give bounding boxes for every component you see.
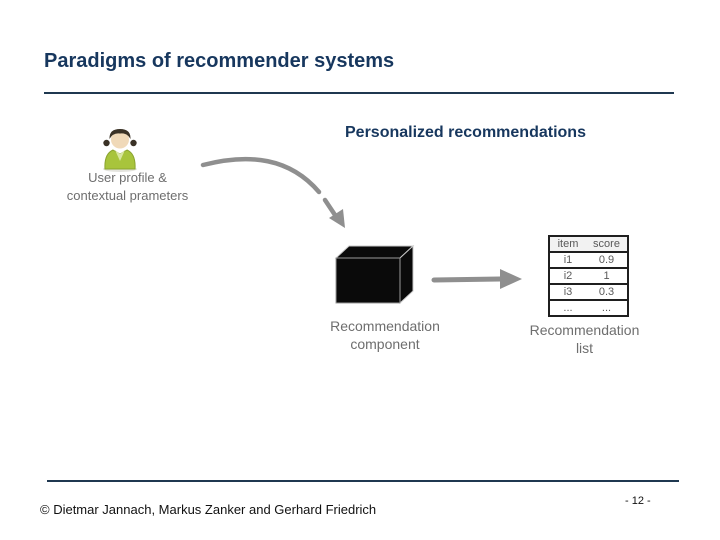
- table-cell-item: i3: [549, 283, 586, 301]
- table-cell-score: 0.9: [586, 251, 628, 269]
- list-label-line2: list: [575, 340, 594, 356]
- black-box-icon: [334, 244, 415, 305]
- table-cell-item: i1: [549, 251, 586, 269]
- user-node-label: User profile & contextual prameters: [40, 169, 215, 205]
- section-heading: Personalized recommendations: [345, 124, 586, 141]
- table-header-row: item score: [549, 235, 628, 253]
- table-cell-score: 1: [586, 267, 628, 285]
- table-cell-score: 0.3: [586, 283, 628, 301]
- table-cell-score: ...: [586, 299, 628, 317]
- page-number: - 12 -: [625, 495, 651, 507]
- user-icon: [103, 129, 137, 172]
- list-node-label: Recommendation list: [517, 321, 652, 357]
- slide-title: Paradigms of recommender systems: [44, 50, 395, 72]
- table-header-score: score: [586, 235, 628, 253]
- table-row: i1 0.9: [549, 251, 628, 269]
- footer-divider: [47, 480, 679, 482]
- table-row: i3 0.3: [549, 283, 628, 301]
- title-divider: [44, 92, 674, 94]
- table-cell-item: i2: [549, 267, 586, 285]
- curved-arrow-icon: [200, 156, 345, 228]
- list-label-line1: Recommendation: [529, 322, 640, 338]
- footer-copyright: © Dietmar Jannach, Markus Zanker and Ger…: [40, 502, 377, 517]
- user-label-line2: contextual prameters: [66, 188, 189, 203]
- component-node-label: Recommendation component: [305, 317, 465, 353]
- table-row: i2 1: [549, 267, 628, 285]
- table-cell-item: ...: [549, 299, 586, 317]
- component-label-line2: component: [350, 336, 420, 352]
- user-label-line1: User profile &: [88, 170, 167, 185]
- recommendation-list-table: item score i1 0.9 i2 1 i3 0.3 ... ...: [548, 235, 629, 317]
- table-header-item: item: [549, 235, 586, 253]
- component-label-line1: Recommendation: [330, 318, 440, 334]
- table-row: ... ...: [549, 299, 628, 317]
- right-arrow-icon: [431, 269, 522, 289]
